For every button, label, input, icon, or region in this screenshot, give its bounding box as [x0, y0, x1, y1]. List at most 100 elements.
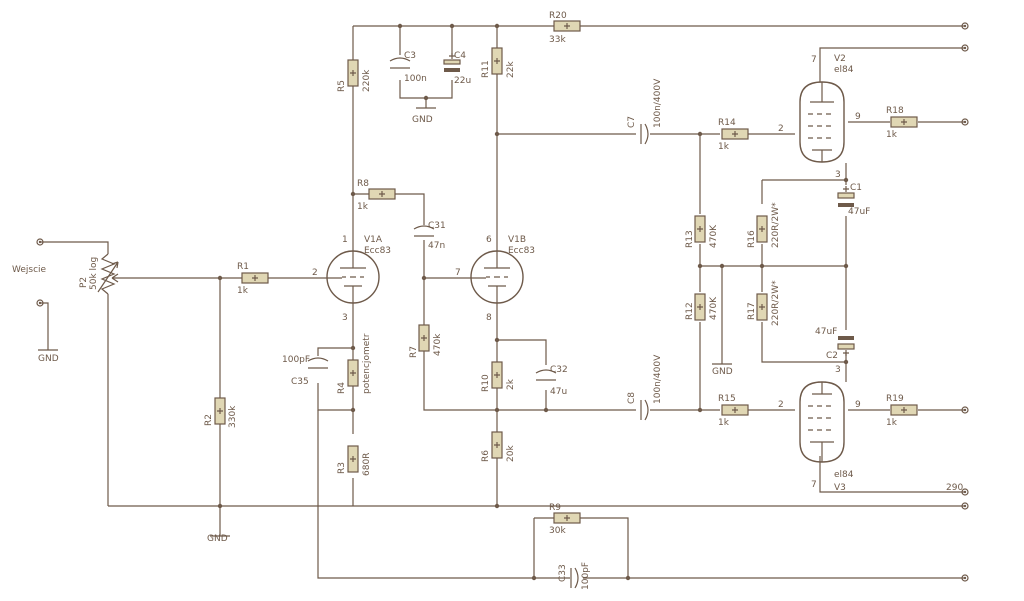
label-c8: C8 [627, 392, 637, 404]
label-r2-value: 330k [228, 405, 238, 428]
label-r14-value: 1k [718, 142, 730, 152]
resistor-r4[interactable] [347, 359, 359, 387]
label-c2: C2 [826, 351, 838, 361]
labels: R20 33k C3 100n C4 22u GND R5 220k R11 2… [12, 11, 963, 590]
label-r3: R3 [337, 462, 347, 474]
terminal-top-1[interactable] [961, 22, 969, 30]
label-gnd-top: GND [412, 115, 433, 125]
label-c2-value: 47uF [815, 327, 837, 337]
label-r4-value: potencjometr [362, 333, 372, 394]
tube-v1a[interactable] [320, 250, 380, 304]
resistor-r9[interactable] [553, 512, 581, 524]
label-r20-value: 33k [549, 35, 566, 45]
label-c35-value: 100pF [282, 355, 310, 365]
label-r10-value: 2k [506, 378, 516, 390]
pin-v1b-7: 7 [455, 268, 461, 278]
terminal-top-2[interactable] [961, 44, 969, 52]
resistor-r10[interactable] [491, 361, 503, 389]
label-c7: C7 [627, 116, 637, 128]
capacitor-c1[interactable] [837, 186, 855, 207]
tube-v3[interactable] [799, 381, 845, 463]
resistor-r14[interactable] [721, 128, 749, 140]
label-r4: R4 [337, 382, 347, 394]
label-r18: R18 [886, 106, 904, 116]
terminal-input-gnd[interactable] [36, 299, 44, 307]
gnd-symbols [38, 107, 732, 537]
tube-v2[interactable] [799, 81, 845, 163]
resistor-r7[interactable] [418, 324, 430, 352]
capacitor-c7[interactable] [640, 123, 649, 145]
label-r5-value: 220k [362, 69, 372, 92]
label-c3: C3 [404, 51, 416, 61]
label-r11-value: 22k [506, 61, 516, 78]
resistor-r16[interactable] [756, 215, 768, 243]
resistor-r3[interactable] [347, 445, 359, 473]
terminal-feedback[interactable] [961, 574, 969, 582]
resistor-r1[interactable] [241, 272, 269, 284]
capacitor-c33[interactable] [570, 567, 579, 589]
pin-v2-7: 7 [811, 55, 817, 65]
capacitor-c4[interactable] [443, 53, 461, 72]
label-v2-value: el84 [834, 65, 854, 75]
label-r2: R2 [204, 414, 214, 426]
terminal-input[interactable] [36, 238, 44, 246]
capacitor-c35[interactable] [307, 357, 329, 369]
label-p2: P2 [79, 277, 89, 288]
resistor-r8[interactable] [368, 188, 396, 200]
label-c4: C4 [454, 51, 466, 61]
label-r17-value: 220R/2W* [771, 280, 781, 326]
terminal-b290[interactable] [961, 488, 969, 496]
label-c1: C1 [850, 183, 862, 193]
resistor-r12[interactable] [694, 293, 706, 321]
resistor-r5[interactable] [347, 59, 359, 87]
capacitor-c31[interactable] [413, 225, 435, 237]
terminal-out-v3[interactable] [961, 406, 969, 414]
resistor-r20[interactable] [553, 20, 581, 32]
tube-v1b[interactable] [466, 250, 524, 304]
capacitor-c2[interactable] [837, 336, 855, 356]
label-gnd-bottom: GND [207, 534, 228, 544]
label-v1a-value: Ecc83 [364, 246, 391, 256]
terminals[interactable] [36, 22, 969, 582]
label-r18-value: 1k [886, 130, 898, 140]
label-c33-value: 100pF [581, 562, 591, 590]
capacitor-c8[interactable] [640, 399, 649, 421]
label-r1: R1 [237, 262, 249, 272]
label-c35: C35 [291, 377, 309, 387]
label-c3-value: 100n [404, 74, 427, 84]
terminal-out-v2[interactable] [961, 118, 969, 126]
label-v3-value: el84 [834, 470, 854, 480]
label-v2: V2 [834, 54, 846, 64]
label-c32-value: 47u [550, 387, 567, 397]
potentiometer-p2[interactable] [97, 253, 122, 295]
label-r5: R5 [337, 80, 347, 92]
resistor-r2[interactable] [214, 397, 226, 425]
capacitor-c32[interactable] [535, 369, 557, 381]
label-r11: R11 [481, 60, 491, 78]
label-gnd-mid: GND [712, 367, 733, 377]
resistor-r13[interactable] [694, 215, 706, 243]
resistor-r6[interactable] [491, 431, 503, 459]
resistor-r15[interactable] [721, 404, 749, 416]
label-r15-value: 1k [718, 418, 730, 428]
resistor-r19[interactable] [890, 404, 918, 416]
label-wejscie: Wejscie [12, 265, 47, 275]
terminal-gnd-rail[interactable] [961, 502, 969, 510]
resistor-r17[interactable] [756, 293, 768, 321]
junctions [217, 23, 849, 581]
label-r8-value: 1k [357, 202, 369, 212]
label-r7: R7 [409, 346, 419, 358]
pin-v1b-8: 8 [486, 313, 492, 323]
resistor-r18[interactable] [890, 116, 918, 128]
pin-v1a-1: 1 [342, 235, 348, 245]
label-r12: R12 [685, 302, 695, 320]
label-c4-value: 22u [454, 76, 471, 86]
capacitor-c3[interactable] [389, 57, 411, 69]
resistor-r11[interactable] [491, 47, 503, 75]
label-v3: V3 [834, 483, 846, 493]
label-r3-value: 680R [362, 453, 372, 476]
pin-v3-2: 2 [778, 400, 784, 410]
label-r9: R9 [549, 503, 561, 513]
label-r6: R6 [481, 450, 491, 462]
